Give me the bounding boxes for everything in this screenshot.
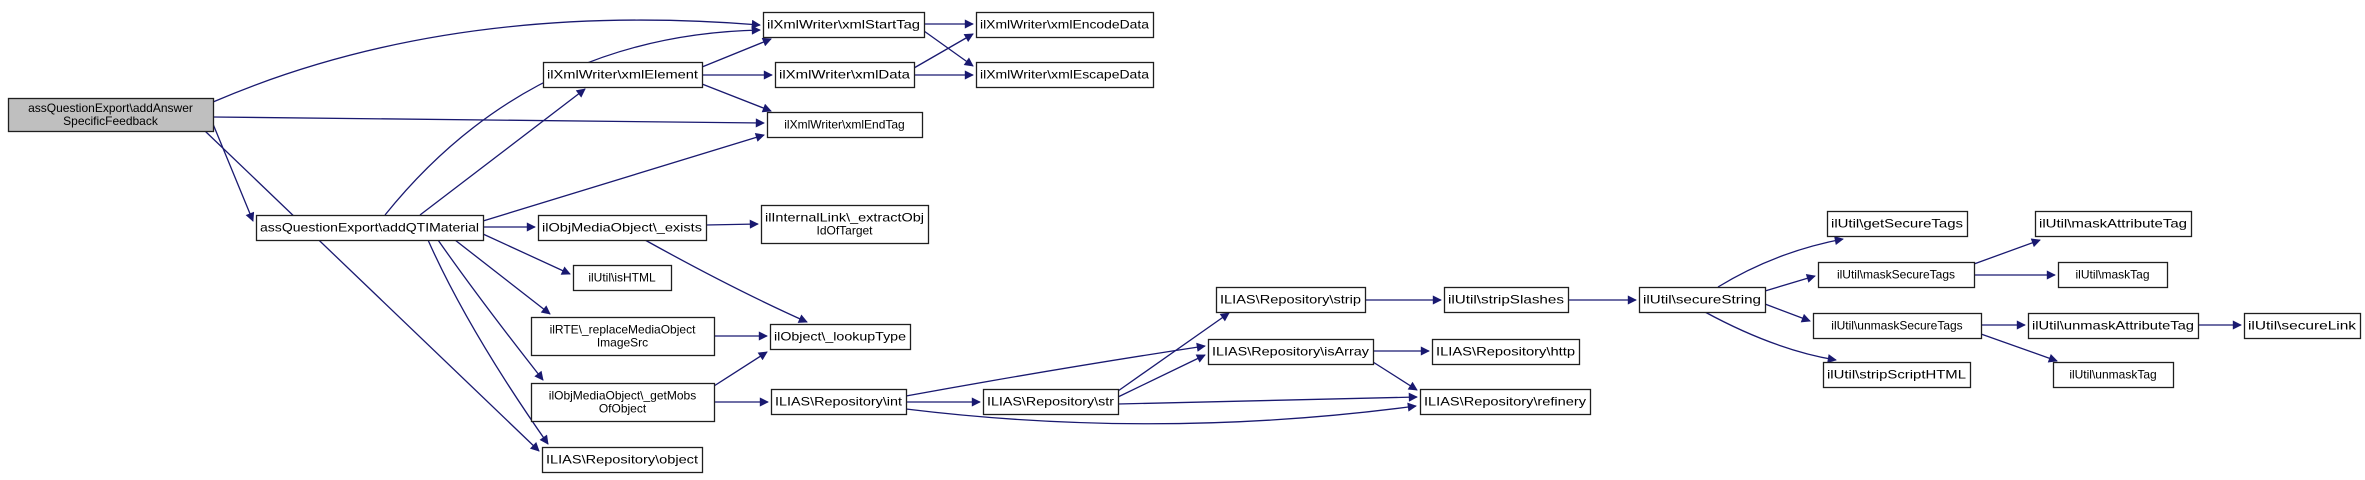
edge-unmask-secure-tags--unmask-tag [1980, 333, 2058, 363]
node-label: ilUtil\maskAttributeTag [2039, 217, 2187, 231]
node-is-html[interactable]: ilUtil\isHTML [572, 264, 673, 292]
node-label: ilUtil\secureString [1643, 293, 1761, 307]
node-label: ilXmlWriter\xmlStartTag [767, 18, 920, 32]
node-mask-tag[interactable]: ilUtil\maskTag [2057, 261, 2169, 289]
node-label: ilUtil\stripScriptHTML [1827, 368, 1966, 382]
node-label: ilInternalLink\_extractObj [765, 211, 924, 225]
node-xml-element[interactable]: ilXmlWriter\xmlElement [542, 61, 704, 89]
node-label: ilObject\_lookupType [774, 330, 906, 344]
node-label: assQuestionExport\addAnswer [28, 101, 193, 115]
edge-add-qti-material--xml-end-tag [482, 133, 765, 222]
node-secure-link[interactable]: ilUtil\secureLink [2243, 312, 2362, 340]
edge-xml-data--xml-encode-data [913, 33, 974, 69]
node-label: ilXmlWriter\xmlEncodeData [980, 18, 1149, 32]
edge-xml-element--xml-end-tag [701, 83, 772, 113]
node-mask-attribute-tag[interactable]: ilUtil\maskAttributeTag [2034, 210, 2193, 238]
node-add-answer-specific-feedback: assQuestionExport\addAnswerSpecificFeedb… [7, 97, 215, 133]
node-label: assQuestionExport\addQTIMaterial [260, 221, 479, 235]
node-xml-encode-data[interactable]: ilXmlWriter\xmlEncodeData [975, 11, 1155, 39]
node-repo-object[interactable]: ILIAS\Repository\object [541, 446, 704, 474]
node-repo-is-array[interactable]: ILIAS\Repository\isArray [1207, 338, 1375, 366]
edge-secure-string--get-secure-tags [1717, 236, 1844, 288]
node-repo-strip[interactable]: ILIAS\Repository\strip [1215, 286, 1367, 314]
node-xml-escape-data[interactable]: ilXmlWriter\xmlEscapeData [975, 61, 1155, 89]
node-label: ilUtil\getSecureTags [1831, 217, 1963, 231]
node-label: ilXmlWriter\xmlEndTag [784, 118, 904, 132]
node-label: ILIAS\Repository\object [546, 453, 699, 467]
edge-secure-string--strip-script-html [1704, 311, 1837, 364]
node-label: ilXmlWriter\xmlElement [547, 68, 699, 82]
edge-mask-secure-tags--mask-attribute-tag [1973, 238, 2041, 265]
node-add-qti-material[interactable]: assQuestionExport\addQTIMaterial [255, 214, 485, 242]
node-label: ilUtil\unmaskAttributeTag [2032, 319, 2194, 333]
node-secure-string[interactable]: ilUtil\secureString [1638, 286, 1767, 314]
node-label: ilXmlWriter\xmlEscapeData [980, 68, 1149, 82]
node-repo-http[interactable]: ILIAS\Repository\http [1431, 338, 1581, 366]
edge-repo-str--repo-is-array [1117, 354, 1206, 398]
node-strip-slashes[interactable]: ilUtil\stripSlashes [1443, 286, 1570, 314]
edge-add-qti-material--xml-element [419, 88, 586, 216]
node-lookup-type[interactable]: ilObject\_lookupType [769, 323, 912, 351]
edge-add-answer-specific-feedback--repo-object [204, 130, 540, 452]
node-label: ilObjMediaObject\_getMobs [549, 389, 696, 403]
node-unmask-secure-tags[interactable]: ilUtil\unmaskSecureTags [1812, 312, 1983, 340]
edge-secure-string--unmask-secure-tags [1764, 303, 1811, 323]
edge-repo-is-array--repo-refinery [1372, 361, 1418, 391]
node-xml-data[interactable]: ilXmlWriter\xmlData [774, 61, 916, 89]
edge-mob-exists--extract-obj-id-of-target [705, 219, 759, 229]
node-xml-end-tag[interactable]: ilXmlWriter\xmlEndTag [766, 111, 924, 139]
edge-repo-str--repo-strip [1117, 312, 1230, 392]
node-repo-refinery[interactable]: ILIAS\Repository\refinery [1419, 388, 1592, 416]
edge-mob-exists--lookup-type [644, 239, 808, 323]
edge-add-qti-material--get-mobs-of-object [437, 239, 544, 381]
node-label: ilUtil\unmaskSecureTags [1831, 319, 1962, 333]
node-label: ILIAS\Repository\int [775, 395, 903, 409]
edge-add-answer-specific-feedback--xml-start-tag [212, 19, 761, 103]
node-label: ImageSrc [597, 336, 648, 350]
node-label: ilObjMediaObject\_exists [542, 221, 702, 235]
edge-add-qti-material--repo-object [427, 239, 549, 445]
node-label: ilRTE\_replaceMediaObject [550, 323, 697, 337]
node-unmask-attribute-tag[interactable]: ilUtil\unmaskAttributeTag [2027, 312, 2200, 340]
node-repo-int[interactable]: ILIAS\Repository\int [770, 388, 908, 416]
edge-repo-int--repo-refinery [905, 402, 1417, 425]
node-get-secure-tags[interactable]: ilUtil\getSecureTags [1826, 210, 1969, 238]
node-label: ILIAS\Repository\isArray [1212, 345, 1369, 359]
edge-add-answer-specific-feedback--xml-end-tag [212, 116, 765, 128]
node-label: ilUtil\maskSecureTags [1837, 268, 1955, 282]
edge-add-qti-material--is-html [482, 233, 571, 275]
edge-repo-str--repo-refinery [1117, 392, 1418, 405]
node-label: ilUtil\secureLink [2248, 319, 2357, 333]
edge-add-answer-specific-feedback--add-qti-material [212, 123, 255, 222]
node-label: ILIAS\Repository\refinery [1424, 395, 1586, 409]
node-unmask-tag[interactable]: ilUtil\unmaskTag [2052, 361, 2175, 389]
node-label: ILIAS\Repository\str [987, 395, 1114, 409]
edge-get-mobs-of-object--lookup-type [713, 351, 768, 387]
node-label: ILIAS\Repository\strip [1220, 293, 1361, 307]
node-label: SpecificFeedback [63, 114, 159, 128]
edge-secure-string--mask-secure-tags [1764, 273, 1816, 292]
node-repo-str[interactable]: ILIAS\Repository\str [982, 388, 1120, 416]
node-label: ilUtil\maskTag [2075, 268, 2149, 282]
node-label: ilUtil\unmaskTag [2069, 368, 2156, 382]
node-label: OfObject [599, 402, 647, 416]
node-label: ilUtil\isHTML [588, 271, 656, 285]
node-label: IdOfTarget [816, 224, 873, 238]
node-label: ilXmlWriter\xmlData [779, 68, 910, 82]
node-mob-exists[interactable]: ilObjMediaObject\_exists [537, 214, 708, 242]
edge-xml-element--xml-start-tag [701, 37, 772, 68]
node-xml-start-tag[interactable]: ilXmlWriter\xmlStartTag [762, 11, 926, 39]
node-label: ilUtil\stripSlashes [1448, 293, 1564, 307]
node-label: ILIAS\Repository\http [1436, 345, 1575, 359]
edge-add-qti-material--replace-media-object-image-src [454, 239, 551, 315]
node-strip-script-html[interactable]: ilUtil\stripScriptHTML [1822, 361, 1972, 389]
node-mask-secure-tags[interactable]: ilUtil\maskSecureTags [1817, 261, 1976, 289]
edge-repo-int--repo-is-array [905, 342, 1206, 397]
